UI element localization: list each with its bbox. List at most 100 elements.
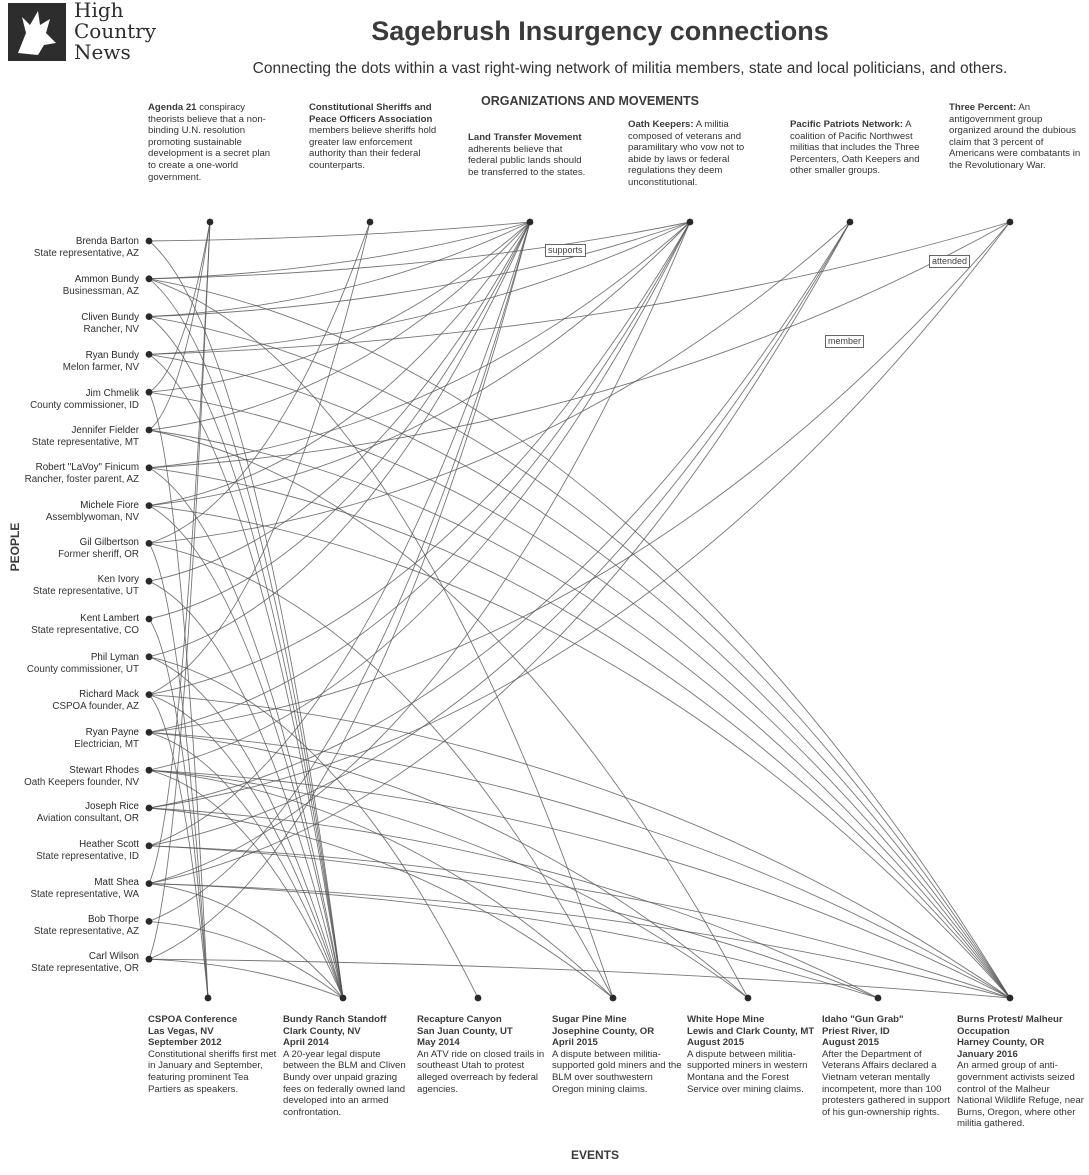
person-role: State representative, MT bbox=[31, 437, 139, 448]
person-event-link bbox=[148, 316, 344, 999]
event-idaho-gun-grab: Idaho "Gun Grab" Priest River, ID August… bbox=[822, 1014, 950, 1118]
person-org-link bbox=[148, 221, 691, 318]
page-subtitle: Connecting the dots within a vast right-… bbox=[252, 60, 1008, 77]
person-event-link bbox=[148, 731, 344, 999]
person-org-link bbox=[148, 221, 1011, 355]
person-event-link bbox=[148, 920, 344, 999]
event-place: Las Vegas, NV bbox=[148, 1025, 214, 1037]
person-name: Richard Mack bbox=[79, 689, 139, 700]
page-title: Sagebrush Insurgency connections bbox=[371, 16, 829, 46]
person-node bbox=[145, 313, 153, 320]
person-event-link bbox=[148, 467, 1011, 999]
person-name: Michele Fiore bbox=[80, 500, 139, 511]
person-event-link bbox=[148, 618, 209, 999]
person-node bbox=[145, 615, 153, 623]
event-node bbox=[339, 994, 347, 1002]
event-node bbox=[874, 994, 882, 1002]
person-node bbox=[145, 880, 153, 887]
event-date: April 2014 bbox=[283, 1037, 329, 1049]
person-org-link bbox=[148, 221, 851, 809]
person-event-link bbox=[148, 845, 879, 999]
person-org-link bbox=[148, 221, 691, 885]
person-event-link bbox=[148, 731, 1011, 999]
person-org-link bbox=[148, 221, 691, 280]
person-org-link bbox=[148, 221, 1011, 809]
person-org-link bbox=[148, 221, 211, 393]
event-desc: After the Department of Veterans Affairs… bbox=[822, 1048, 950, 1118]
person-event-link bbox=[148, 505, 344, 999]
event-desc: A 20-year legal dispute between the BLM … bbox=[283, 1048, 406, 1118]
person-name: Cliven Bundy bbox=[81, 312, 139, 323]
person-role: County commissioner, UT bbox=[26, 664, 139, 675]
event-name: Bundy Ranch Standoff bbox=[283, 1014, 387, 1025]
person-event-link bbox=[148, 316, 1011, 999]
event-place: San Juan County, UT bbox=[417, 1025, 513, 1037]
person-event-link bbox=[148, 731, 749, 999]
person-name: Ken Ivory bbox=[97, 574, 139, 585]
person-org-link bbox=[148, 221, 211, 884]
people-heading: PEOPLE bbox=[8, 522, 22, 572]
person-name: Jim Chmelik bbox=[85, 388, 139, 399]
org-name: Agenda 21 bbox=[148, 102, 197, 113]
event-node bbox=[744, 994, 752, 1002]
person-name: Joseph Rice bbox=[85, 801, 139, 812]
event-desc: An ATV ride on closed trails in southeas… bbox=[417, 1048, 545, 1095]
org-three-percent: Three Percent: An antigovernment group o… bbox=[949, 102, 1084, 172]
person-event-link bbox=[148, 883, 344, 999]
person-role: Rancher, NV bbox=[83, 324, 139, 335]
person-node bbox=[145, 955, 153, 963]
person-event-link bbox=[148, 807, 614, 999]
brand-line-1: High bbox=[74, 0, 124, 22]
event-date: August 2015 bbox=[687, 1037, 745, 1049]
person-node bbox=[145, 691, 153, 698]
org-desc: An antigovernment group organized around… bbox=[949, 102, 1081, 171]
org-desc: members believe sheriffs hold greater la… bbox=[309, 125, 437, 171]
person-org-link bbox=[148, 221, 531, 507]
person-org-link bbox=[148, 221, 531, 658]
org-pacific-patriots: Pacific Patriots Network: A coalition of… bbox=[790, 119, 920, 177]
event-node bbox=[474, 994, 482, 1002]
event-malheur-occupation: Burns Protest/ Malheur Occupation Harney… bbox=[957, 1014, 1085, 1130]
person-role: Rancher, foster parent, AZ bbox=[24, 474, 139, 485]
person-org-link bbox=[148, 221, 691, 469]
person-name: Jennifer Fielder bbox=[71, 425, 139, 436]
person-event-link bbox=[148, 958, 344, 999]
org-desc: conspiracy theorists believe that a non-… bbox=[148, 102, 271, 183]
org-node bbox=[526, 218, 534, 226]
org-cspoa: Constitutional Sheriffs and Peace Office… bbox=[309, 102, 444, 172]
person-role: State representative, UT bbox=[32, 586, 139, 597]
person-name: Bob Thorpe bbox=[87, 914, 139, 925]
person-event-link bbox=[148, 505, 1011, 999]
person-event-link bbox=[148, 769, 749, 999]
person-role: County commissioner, ID bbox=[30, 400, 139, 411]
person-name: Phil Lyman bbox=[90, 652, 139, 663]
person-event-link bbox=[148, 354, 344, 999]
event-place: Harney County, OR bbox=[957, 1037, 1045, 1049]
event-date: May 2014 bbox=[417, 1037, 460, 1049]
person-event-link bbox=[148, 769, 1011, 999]
person-name: Matt Shea bbox=[94, 877, 139, 888]
person-name: Ryan Payne bbox=[85, 727, 139, 738]
person-event-link bbox=[148, 883, 879, 999]
person-event-link bbox=[148, 542, 614, 999]
event-name: Sugar Pine Mine bbox=[552, 1014, 627, 1025]
person-event-link bbox=[148, 429, 1011, 999]
person-org-link bbox=[148, 221, 531, 431]
person-org-link bbox=[148, 221, 531, 318]
event-recapture-canyon: Recapture Canyon San Juan County, UT May… bbox=[417, 1014, 547, 1095]
event-node bbox=[1006, 994, 1014, 1002]
brand-wordmark: High Country News bbox=[74, 0, 156, 63]
event-desc: A dispute between militia-supported gold… bbox=[552, 1048, 682, 1095]
brand-line-2: Country bbox=[74, 19, 157, 43]
person-org-link bbox=[148, 221, 691, 771]
person-node bbox=[145, 388, 153, 396]
person-node bbox=[145, 918, 153, 925]
person-name: Robert "LaVoy" Finicum bbox=[35, 462, 139, 473]
person-event-link bbox=[148, 391, 1011, 999]
